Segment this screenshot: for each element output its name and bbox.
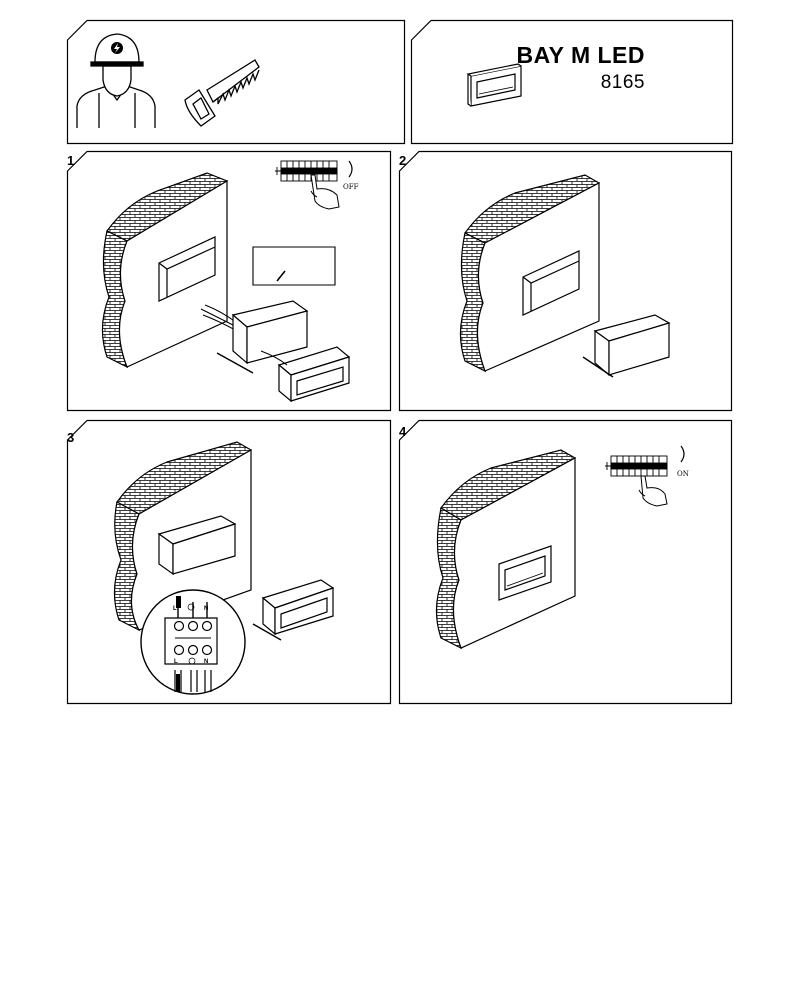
mounting-box xyxy=(582,314,671,378)
step-4-panel: 4 ON xyxy=(398,419,733,705)
luminaire-icon xyxy=(498,545,552,601)
saw-icon xyxy=(184,59,260,127)
brick-wall-icon xyxy=(435,449,577,650)
step-3-panel: 3 xyxy=(66,419,392,705)
terminal-bottom-n: N xyxy=(204,659,208,665)
cut-template xyxy=(252,246,336,286)
step-1-frame: OFF xyxy=(66,150,392,412)
ground-icon xyxy=(188,657,196,665)
terminal-top-l: L xyxy=(173,606,177,612)
step-4-frame: ON xyxy=(398,419,733,705)
mounting-box xyxy=(157,515,237,576)
step-2-panel: 2 xyxy=(398,150,733,412)
step-1-number: 1 xyxy=(67,153,75,168)
breaker-panel-icon xyxy=(605,455,668,477)
ground-icon xyxy=(187,603,195,611)
tools-panel xyxy=(66,19,406,145)
product-title: BAY M LED xyxy=(516,42,645,68)
product-panel-frame xyxy=(410,19,734,145)
step-4-switch-state: ON xyxy=(677,470,689,478)
mounting-box xyxy=(216,300,309,374)
hand-icon xyxy=(310,174,340,210)
terminal-top-n: N xyxy=(204,606,208,612)
breaker-panel-icon xyxy=(275,160,338,182)
step-2-frame xyxy=(398,150,733,412)
step-4-number: 4 xyxy=(399,424,407,439)
step-1-panel: 1 xyxy=(66,150,392,412)
product-code: 8165 xyxy=(600,72,645,93)
step-2-number: 2 xyxy=(399,153,407,168)
luminaire-icon xyxy=(466,63,522,107)
luminaire-icon xyxy=(277,346,351,403)
brick-wall-icon xyxy=(101,172,229,369)
terminal-block-icon: L N L N xyxy=(140,589,246,695)
product-panel: BAY M LED 8165 xyxy=(410,19,734,145)
tools-panel-frame xyxy=(66,19,406,145)
step-3-frame: L N L N xyxy=(66,419,392,705)
terminal-bottom-l: L xyxy=(174,659,178,665)
luminaire-icon xyxy=(252,579,335,641)
electrician-icon xyxy=(76,33,156,128)
brick-wall-icon xyxy=(459,174,601,373)
hand-icon xyxy=(638,475,668,507)
step-1-switch-state: OFF xyxy=(343,183,359,191)
